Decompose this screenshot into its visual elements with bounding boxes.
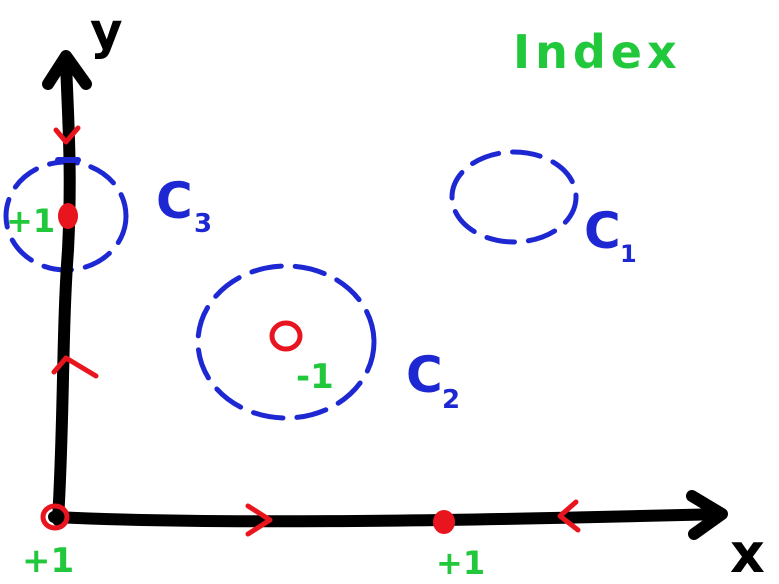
flow-arrow-x-right (245, 503, 273, 537)
fixed-point-origin (40, 503, 70, 531)
index-label-x-axis-point: +1 (436, 544, 485, 582)
curve-label-c2-subscript: 2 (442, 385, 460, 415)
x-axis-label: x (730, 522, 765, 584)
curve-label-c3: C 3 (156, 172, 212, 239)
curve-label-c1: C 1 (584, 202, 637, 268)
curve-label-c3-name: C (156, 172, 193, 230)
fixed-point-center (269, 320, 303, 352)
curve-c2 (195, 263, 377, 421)
curve-label-c3-subscript: 3 (194, 209, 212, 239)
x-axis (48, 508, 726, 528)
curve-label-c2: C 2 (406, 346, 460, 415)
curve-label-c1-name: C (584, 202, 621, 260)
curve-label-c2-name: C (406, 346, 443, 404)
index-label-origin: +1 (22, 541, 74, 581)
index-label-center: -1 (296, 357, 334, 397)
flow-arrow-x-left (557, 499, 581, 533)
diagram-title: Index (513, 25, 682, 79)
index-label-y-axis-point: +1 (6, 202, 55, 240)
y-axis-arrowhead (42, 50, 92, 90)
y-axis-label: y (90, 2, 123, 60)
curve-c1 (449, 149, 579, 245)
x-axis-arrowhead (686, 490, 728, 540)
flow-arrow-y-middle (51, 355, 99, 379)
fixed-point-y-axis (58, 203, 78, 229)
curve-label-c1-subscript: 1 (620, 240, 637, 268)
y-axis (52, 56, 76, 526)
flow-arrow-y-top (53, 125, 81, 145)
fixed-point-x-axis (433, 510, 455, 534)
